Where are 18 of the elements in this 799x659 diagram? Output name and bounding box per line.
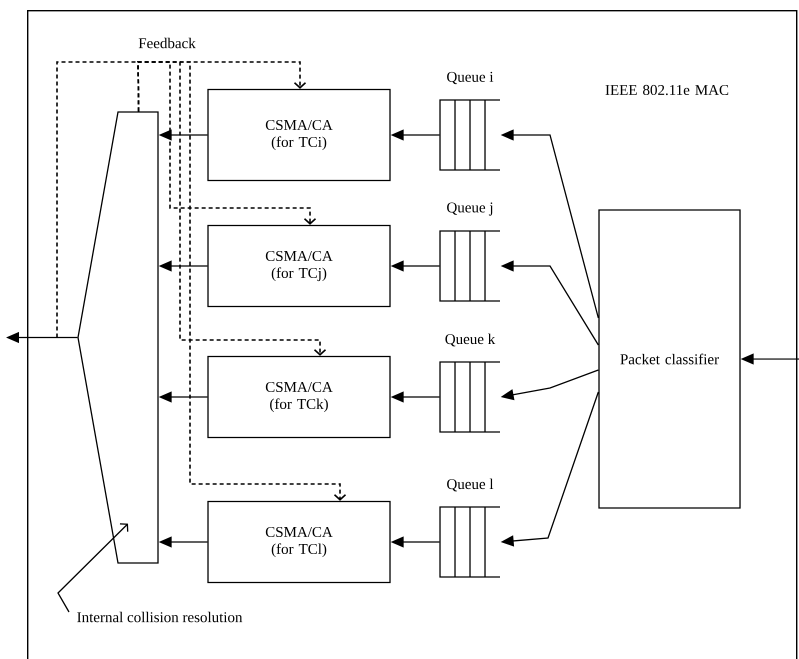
queue-label: Queue k	[445, 334, 496, 346]
queue-drawing	[439, 506, 500, 578]
feedback-label: Feedback	[138, 38, 196, 48]
process-box: CSMA/CA (for TCk)	[207, 356, 391, 438]
queue-drawing	[439, 99, 500, 171]
collision-resolver-shape	[77, 111, 159, 564]
queue-drawing	[439, 361, 500, 433]
feedback-arrow	[137, 61, 346, 501]
process-box: Packet classifier	[598, 209, 741, 509]
annotation-text: Internal collision resolution	[77, 612, 242, 622]
queue-label: Queue l	[447, 478, 494, 492]
queue-label: Queue i	[447, 72, 494, 84]
queue-label: Queue j	[447, 202, 492, 216]
leader-line	[57, 523, 128, 612]
process-box: CSMA/CA (for TCj)	[207, 224, 391, 308]
queue-drawing	[439, 230, 500, 302]
process-box: CSMA/CA (for TCi)	[207, 88, 391, 182]
process-box: CSMA/CA (for TCl)	[207, 500, 391, 584]
